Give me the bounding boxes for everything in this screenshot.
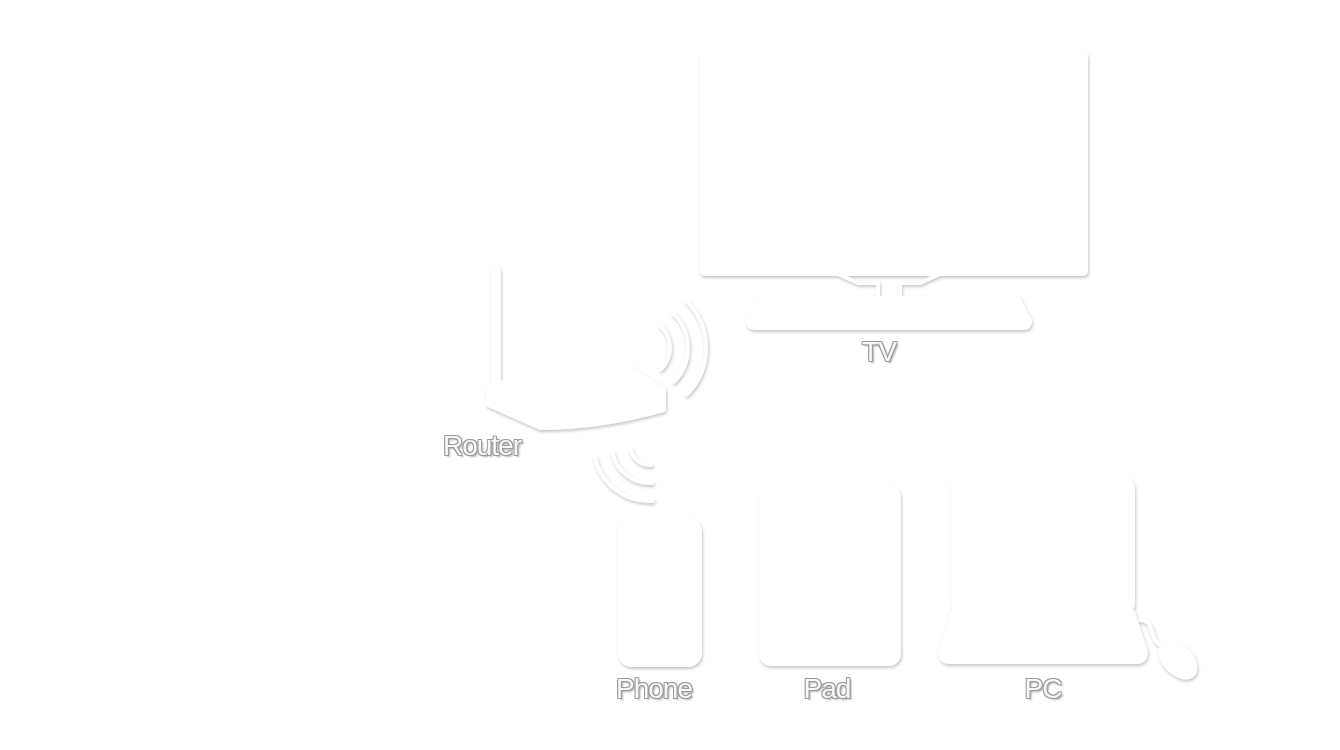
device-node: Pad bbox=[750, 485, 910, 715]
laptop-icon bbox=[940, 480, 1202, 684]
device-label: Router bbox=[443, 430, 521, 462]
device-node: Router bbox=[430, 265, 720, 505]
device-label: PC bbox=[1025, 673, 1062, 705]
device-node: TV bbox=[700, 50, 1090, 370]
device-label: Pad bbox=[804, 673, 851, 705]
device-node: PC bbox=[935, 475, 1205, 715]
device-label: TV bbox=[862, 336, 896, 368]
device-label: Phone bbox=[616, 673, 692, 705]
pad-icon bbox=[761, 488, 899, 664]
router-icon bbox=[488, 268, 706, 501]
device-node: Phone bbox=[600, 515, 720, 715]
phone-icon bbox=[620, 520, 700, 665]
tv-icon bbox=[702, 54, 1086, 328]
